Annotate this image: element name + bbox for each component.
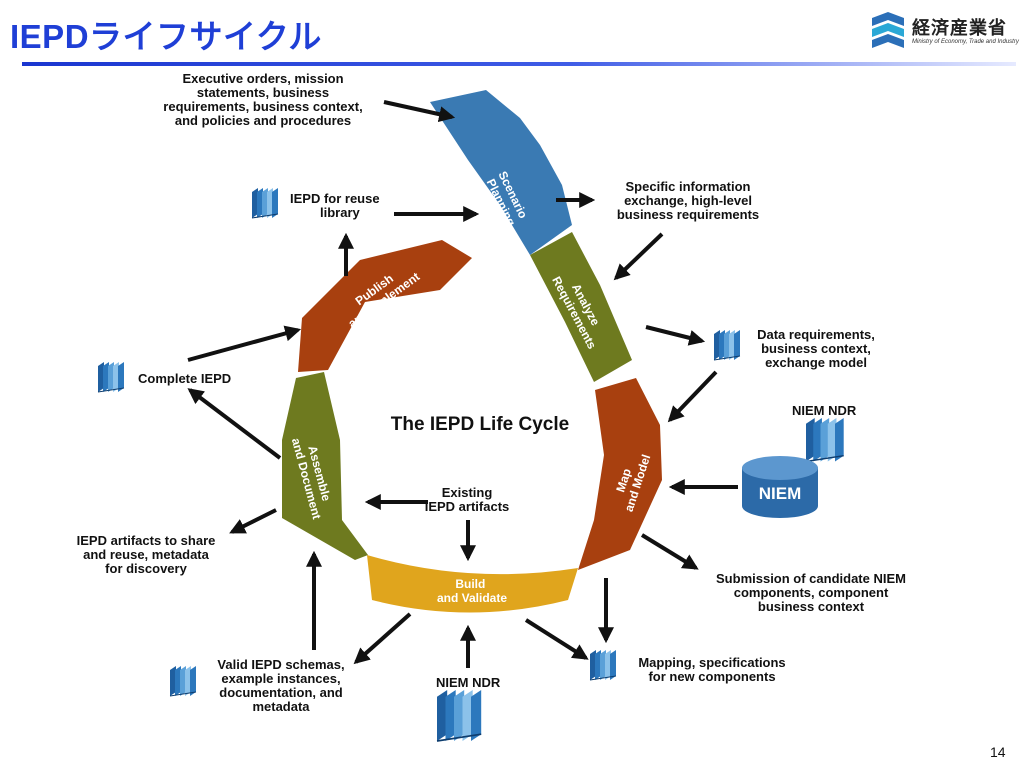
stage-build-and-validate — [367, 555, 578, 613]
label-data-requirements: Data requirements, business context, exc… — [757, 327, 875, 370]
label-submission: Submission of candidate NIEM components,… — [716, 571, 906, 614]
center-title: The IEPD Life Cycle — [390, 414, 570, 435]
arrow-specific-to-analyze — [613, 232, 664, 281]
book-icon — [713, 329, 741, 361]
arrow-executive-to-scenario — [383, 100, 456, 123]
ministry-logo: 経済産業省 Ministry of Economy, Trade and Ind… — [868, 12, 1019, 56]
stage-build-line1: Build — [455, 577, 485, 591]
svg-text:Build and Validate: Build and Validate — [437, 577, 507, 605]
label-niem-ndr-bottom: NIEM NDR — [436, 675, 501, 690]
stage-build-line2: and Validate — [437, 591, 507, 605]
title-underline — [22, 62, 1016, 66]
label-niem-ndr-right: NIEM NDR — [792, 403, 857, 418]
label-mapping: Mapping, specifications for new componen… — [638, 655, 786, 684]
book-icon — [805, 417, 845, 463]
niem-database-icon: NIEM — [742, 456, 818, 518]
label-existing-artifacts: Existing IEPD artifacts — [424, 485, 510, 514]
label-specific-information: Specific information exchange, high-leve… — [616, 179, 760, 222]
arrow-assemble-to-artifacts — [229, 508, 277, 534]
label-iepd-reuse-library: IEPD for reuse library — [290, 191, 380, 220]
label-artifacts-share: IEPD artifacts to share and reuse, metad… — [76, 533, 216, 576]
slide-title: IEPDライフサイクル — [10, 18, 322, 55]
stage-scenario-planning — [430, 90, 572, 255]
niem-db-label: NIEM — [759, 484, 802, 503]
arrow-data-to-map — [667, 370, 718, 423]
meti-logo-icon — [872, 12, 904, 48]
arrow-complete-to-publish — [187, 325, 302, 362]
arrow-assemble-to-complete — [187, 388, 282, 460]
ministry-name: 経済産業省 — [912, 18, 1007, 38]
label-valid-schemas: Valid IEPD schemas, example instances, d… — [217, 657, 345, 714]
book-icon — [251, 187, 279, 219]
ministry-subtitle: Ministry of Economy, Trade and Industry — [912, 39, 1019, 45]
stage-publish-and-implement — [298, 240, 472, 372]
book-icon — [169, 665, 197, 697]
page-number: 14 — [990, 744, 1006, 760]
stage-assemble-and-document — [282, 372, 368, 560]
book-icon — [97, 361, 125, 393]
label-executive-orders: Executive orders, mission statements, bu… — [163, 71, 363, 128]
stage-analyze-requirements — [530, 232, 632, 382]
label-complete-iepd: Complete IEPD — [138, 371, 232, 386]
book-icon — [589, 649, 617, 681]
arrow-build-to-valid — [353, 612, 412, 665]
arrow-analyze-to-data — [645, 325, 706, 346]
book-icon — [436, 689, 483, 742]
arrow-map-to-submission — [640, 533, 699, 570]
arrow-build-to-mapping — [524, 618, 589, 660]
stage-map-and-model — [578, 378, 662, 570]
